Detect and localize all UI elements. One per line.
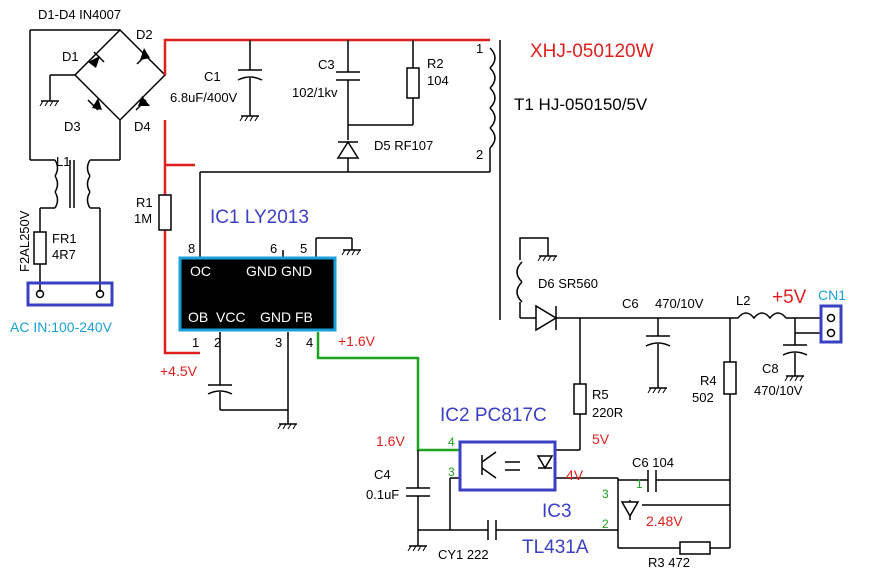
ic1-chip xyxy=(178,256,337,332)
c3-value: 102/1kv xyxy=(292,85,338,100)
ic2-v-4: 4V xyxy=(566,467,584,483)
plus5v-label: +5V xyxy=(772,287,807,308)
ic2-pin3: 3 xyxy=(448,465,455,479)
r4-value: 502 xyxy=(692,390,714,405)
ic1-title: IC1 LY2013 xyxy=(210,207,309,228)
cn1-label: CN1 xyxy=(818,287,847,303)
t1-pin1: 1 xyxy=(476,41,484,56)
ic2-optocoupler xyxy=(458,440,557,492)
c4-value: 0.1uF xyxy=(366,487,400,502)
ic1-pin1: 1 xyxy=(192,335,200,350)
ic3-pin3: 3 xyxy=(602,487,609,501)
ic3-pin1: 1 xyxy=(636,477,643,491)
ic1-oc-text: OC xyxy=(190,263,211,279)
c8-label: C8 xyxy=(762,361,779,376)
cn1-connector xyxy=(819,304,843,344)
c8-value: 470/10V xyxy=(754,383,803,398)
ic2-title: IC2 PC817C xyxy=(440,405,547,426)
bridge-title: D1-D4 IN4007 xyxy=(38,7,122,22)
t1-label: T1 HJ-050150/5V xyxy=(514,95,648,114)
c6-value: 470/10V xyxy=(655,296,704,311)
d2-label: D2 xyxy=(136,27,153,42)
ic1-pin6: 6 xyxy=(270,241,278,256)
ic3-pin2: 2 xyxy=(602,517,609,531)
r1-value: 1M xyxy=(134,211,153,226)
ac-in-label: AC IN:100-240V xyxy=(10,319,112,335)
transformer-model: XHJ-050120W xyxy=(530,41,654,62)
fr1-label: FR1 xyxy=(52,231,77,246)
ic2-v-5: 5V xyxy=(592,431,610,447)
ic1-pin2: 2 xyxy=(214,335,222,350)
d1-label: D1 xyxy=(62,49,79,64)
t1-pin2: 2 xyxy=(476,147,484,162)
cy1-label: CY1 222 xyxy=(438,547,489,562)
v-4-5-label: +4.5V xyxy=(160,363,197,379)
ic1-pin4: 4 xyxy=(306,335,314,350)
d5-label: D5 RF107 xyxy=(374,138,434,153)
bridge-rectifier xyxy=(49,28,167,122)
r5-label: R5 xyxy=(592,387,609,402)
ic1-pin8: 8 xyxy=(188,241,196,256)
r5-value: 220R xyxy=(592,405,624,420)
d6-label: D6 SR560 xyxy=(538,276,598,291)
ic1-gnd-gnd-text: GND GND xyxy=(246,263,313,279)
r1-label: R1 xyxy=(136,195,153,210)
c6-label: C6 xyxy=(622,296,639,311)
fuse-rating-label: F2AL250V xyxy=(17,210,32,272)
c4-label: C4 xyxy=(374,467,391,482)
v-1-6-fb-label: +1.6V xyxy=(338,333,375,349)
hv-rail xyxy=(163,38,490,355)
ic1-gnd-fb-text: GND FB xyxy=(260,309,313,325)
fb-line xyxy=(316,332,460,452)
ic2-v-1-6: 1.6V xyxy=(376,433,405,449)
ic2-pin4: 4 xyxy=(448,435,455,449)
l2-label: L2 xyxy=(736,293,751,308)
r3-label: R3 472 xyxy=(648,555,690,570)
ic3-v-2-48: 2.48V xyxy=(646,513,683,529)
c1-value: 6.8uF/400V xyxy=(170,90,238,105)
ic1-pin5: 5 xyxy=(300,241,308,256)
ic3-model: TL431A xyxy=(522,537,589,558)
c6b-label: C6 104 xyxy=(632,455,674,470)
l1-label: L1 xyxy=(56,154,71,169)
ac-input-connector xyxy=(26,281,114,307)
ic3-title: IC3 xyxy=(542,501,572,522)
input-filter xyxy=(29,29,121,299)
d4-label: D4 xyxy=(134,119,151,134)
c1-label: C1 xyxy=(204,69,221,84)
c3-label: C3 xyxy=(318,57,335,72)
r4-label: R4 xyxy=(700,373,717,388)
d3-label: D3 xyxy=(64,119,81,134)
ic1-ob-text: OB xyxy=(188,309,209,325)
ic1-vcc-text: VCC xyxy=(216,309,246,325)
fr1-value: 4R7 xyxy=(52,247,76,262)
r2-value: 104 xyxy=(427,73,449,88)
ic1-pin3: 3 xyxy=(275,335,283,350)
r2-label: R2 xyxy=(427,56,444,71)
